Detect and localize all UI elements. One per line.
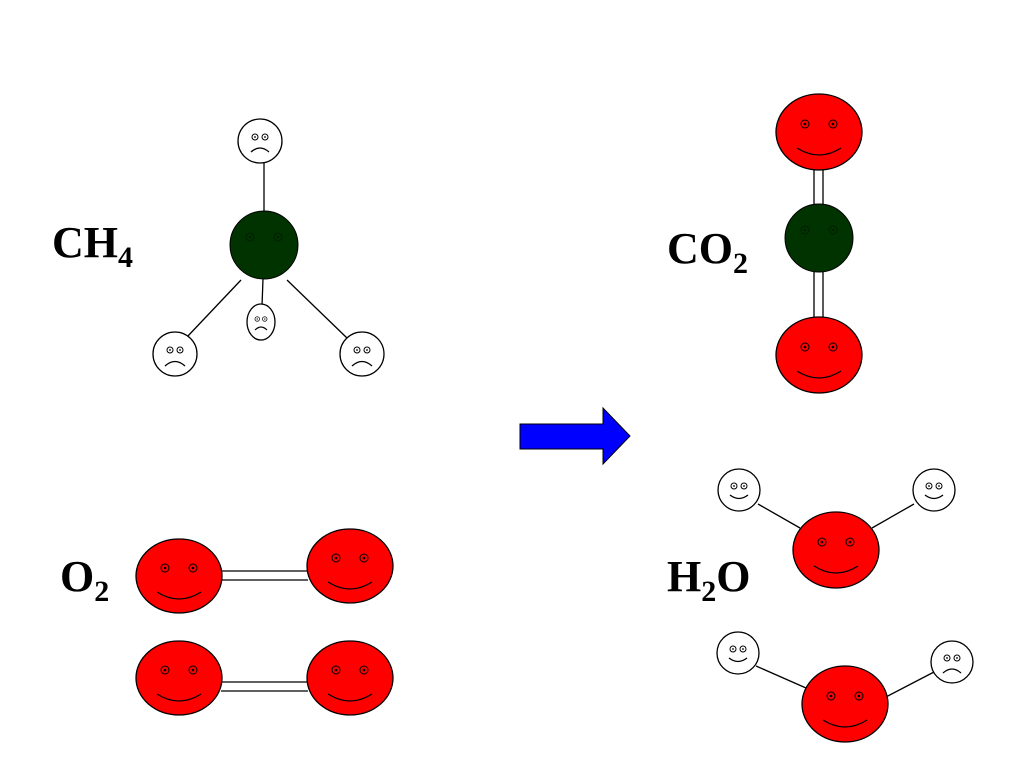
hydrogen-atom-frown [339,331,385,377]
smile-mouth [327,581,373,590]
water-formula: H2O [667,552,750,608]
carbon-atom [784,203,854,273]
hydrogen-atom-smile [717,468,761,512]
oxygen-atom-smile [135,538,223,614]
smile-mouth [156,591,202,600]
carbon-atom [229,210,299,280]
hydrogen-atom-smile [716,631,760,675]
smile-mouth [728,657,748,663]
smile-mouth [924,494,944,500]
hydrogen-atom-frown [152,331,198,377]
formula-main: CH [52,218,118,267]
hydrogen-atom-frown [246,303,276,341]
methane-formula: CH4 [52,218,133,274]
ch-bond-right [286,279,348,339]
ch-bond-back [261,278,264,307]
oxygen-atom-smile [306,640,394,716]
water-molecule [716,631,974,743]
smile-mouth [156,693,202,702]
carbon-dioxide-formula: CO2 [667,224,748,280]
water-molecule [717,468,956,589]
oxygen-atom-smile [306,528,394,604]
hydrogen-atom-frown [930,640,974,684]
oxygen-atom-smile [792,511,880,589]
formula-pre: H [667,552,701,601]
smile-mouth [822,719,868,728]
smile-mouth [796,147,842,156]
formula-subscript: 2 [701,575,716,608]
formula-subscript: 2 [733,247,748,280]
formula-subscript: 4 [118,241,133,274]
frown-mouth [254,326,268,331]
hydrogen-atom-frown [237,118,283,164]
oxygen-atom-smile [775,93,863,171]
hydrogen-atom-smile [912,468,956,512]
smile-mouth [813,565,859,574]
oxygen-formula: O2 [60,552,109,608]
frown-mouth [250,147,270,153]
formula-main: CO [667,224,733,273]
formula-subscript: 2 [94,575,109,608]
smile-mouth [327,693,373,702]
reaction-arrow [519,406,631,466]
frown-mouth [351,360,373,367]
oxygen-molecules: O2 [60,528,394,716]
oxygen-atom-smile [135,640,223,716]
frown-mouth [164,360,186,367]
oxygen-molecule [135,640,394,716]
oxygen-atom-smile [801,665,889,743]
carbon-dioxide-molecule: CO2 [667,93,863,394]
water-molecules: H2O [667,468,974,743]
oxygen-molecule [135,528,394,614]
formula-main: O [60,552,94,601]
formula-post: O [716,552,750,601]
oxygen-atom-smile [775,316,863,394]
ch-bond-left [186,279,242,338]
smile-mouth [729,494,749,500]
methane-molecule: CH4 [52,118,385,377]
smile-mouth [796,370,842,379]
frown-mouth [942,668,962,674]
